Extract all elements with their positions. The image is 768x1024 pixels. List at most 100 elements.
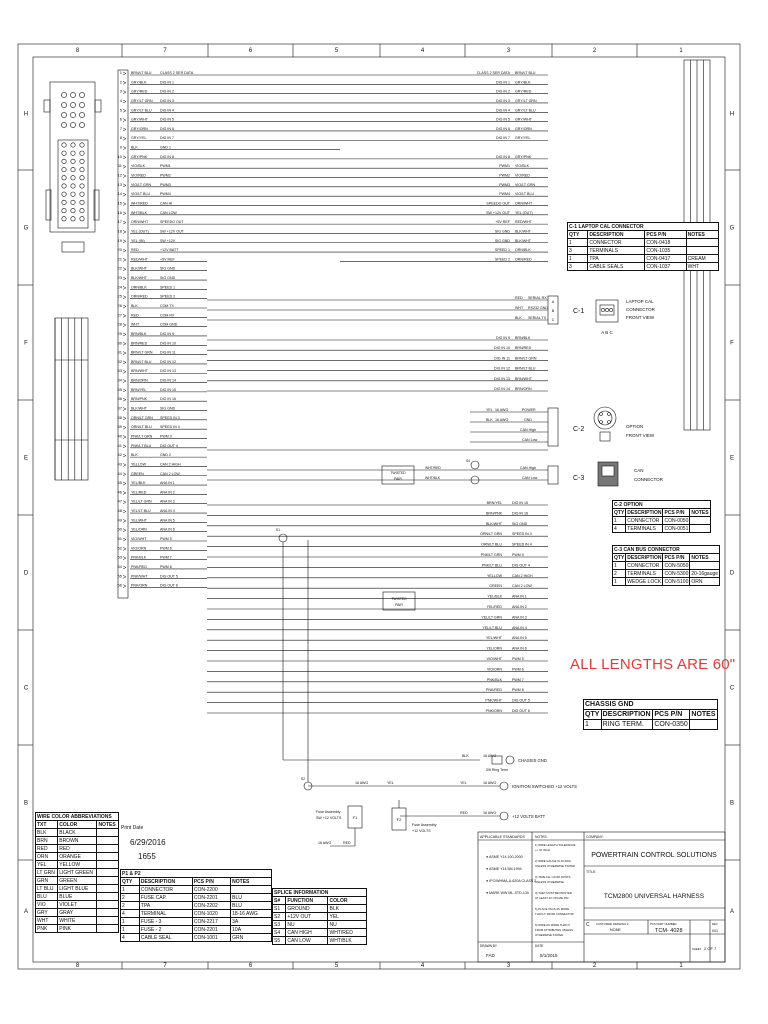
drawing-title: TCM2800 UNIVERSAL HARNESS bbox=[604, 893, 705, 900]
ecu-latch bbox=[94, 99, 102, 113]
pcs-part-label: PCS PART NUMBER bbox=[650, 922, 677, 926]
can-connector-face bbox=[601, 465, 615, 477]
table-cell bbox=[96, 828, 119, 837]
wire-function-label: ANA IN 6 bbox=[512, 647, 527, 651]
table-cell bbox=[689, 524, 711, 533]
ecu-pin bbox=[79, 167, 85, 173]
wire-color-label: PNK/LT BLU bbox=[482, 563, 503, 567]
c3-label: C-3 bbox=[573, 475, 584, 482]
wire-function-label: ANA IN 3 bbox=[512, 615, 527, 619]
c2-pin-label: CAN High bbox=[520, 428, 536, 432]
table-cell: 18-16 AWG bbox=[230, 909, 272, 918]
table-cell: 3 bbox=[566, 262, 589, 271]
wire-color-label: YEL/BLK bbox=[487, 595, 502, 599]
wire-function-label: PWM4 bbox=[499, 192, 510, 196]
wire-function-label: ANA IN 4 bbox=[512, 626, 527, 630]
wire-function-label: ANA IN 3 bbox=[160, 500, 175, 504]
title-label: TITLE: bbox=[586, 870, 596, 874]
table-cell: VIO bbox=[34, 900, 59, 909]
wire-function-label: CAN HI bbox=[160, 201, 172, 205]
table-title: SPLICE INFORMATION bbox=[272, 888, 367, 897]
table-cell: ORN bbox=[689, 577, 721, 586]
ecu-pin bbox=[70, 112, 76, 118]
wire-color-label: WHT bbox=[131, 323, 140, 327]
wire-color-label: VIO/LT GRN bbox=[515, 183, 535, 187]
wire-function-label: SPEEDO OUT bbox=[486, 201, 510, 205]
table-title: C-3 CAN BUS CONNECTOR bbox=[611, 545, 721, 554]
wire-pin-number: 16 bbox=[118, 210, 123, 215]
table-header-cell: DESCRIPTION bbox=[600, 709, 654, 720]
ecu-pin bbox=[70, 183, 76, 189]
wire-color-label: GRY/ORN bbox=[131, 127, 148, 131]
wire-pin-number: 6 bbox=[120, 117, 123, 122]
table-cell bbox=[689, 516, 711, 525]
border-row-label: H bbox=[24, 112, 28, 118]
wire-color-label: YEL/ORN bbox=[131, 528, 147, 532]
table-cell: 4 bbox=[120, 909, 140, 918]
wire-function-label: SIG GND bbox=[495, 229, 511, 233]
table-header-cell: PCS P/N bbox=[652, 709, 691, 720]
c2-label: C-2 bbox=[573, 426, 584, 433]
table-cell: FUSE CAP. bbox=[138, 893, 193, 902]
table-cell: GREEN bbox=[57, 876, 98, 885]
wire-pin-number: 35 bbox=[118, 387, 123, 392]
border-row-label: E bbox=[730, 456, 734, 462]
ecu-pin bbox=[70, 122, 76, 128]
wire-function-label: DIG IN 10 bbox=[494, 346, 510, 350]
table-cell: 2 bbox=[611, 569, 627, 578]
pin-arrow bbox=[122, 323, 127, 327]
wire-pin-number: 30 bbox=[118, 340, 123, 345]
standard-item: ● ASME Y14.100-2000 bbox=[486, 855, 523, 859]
wire-function-label: PWM1 bbox=[499, 164, 510, 168]
table-cell bbox=[96, 916, 119, 925]
wire-function-label: PWM 5 bbox=[160, 537, 172, 541]
pin-arrow bbox=[122, 90, 127, 94]
pin-arrow bbox=[122, 370, 127, 374]
table-cell bbox=[96, 836, 119, 845]
note-line: +/- 10 INCH bbox=[535, 848, 550, 852]
wire-function-label: GND 1 bbox=[160, 146, 171, 150]
table-cell: CON-0350 bbox=[652, 719, 691, 730]
wire-color-label: BLK bbox=[131, 304, 138, 308]
wire-color-label: VIO/ORN bbox=[131, 546, 147, 550]
wire-color-label: ORN/BLK bbox=[131, 285, 147, 289]
chassis-gnd-ring bbox=[491, 755, 503, 765]
wire-function-label: DIG OUT 5 bbox=[512, 699, 530, 703]
table-title: CHASSIS GND bbox=[583, 699, 718, 710]
border-column-label: 2 bbox=[593, 963, 597, 969]
border-column-label: 3 bbox=[507, 963, 511, 969]
table-cell: RED bbox=[57, 844, 98, 853]
wire-color-label: PNK/WHT bbox=[485, 699, 502, 703]
ecu-pin bbox=[79, 112, 85, 118]
border-row-label: A bbox=[730, 909, 734, 915]
note-line: 2) WIRE GAUGE IS 20 AWG bbox=[535, 859, 571, 863]
pin-arrow bbox=[122, 258, 127, 262]
c1-title: FRONT VIEW bbox=[626, 315, 655, 320]
c3-pin-label: CAN Low bbox=[522, 476, 538, 480]
title-block bbox=[477, 831, 726, 963]
wire-pin-number: 5 bbox=[120, 107, 123, 112]
note-line: 6) WIRE AS MORE THAN 5 bbox=[535, 923, 570, 927]
wire-function-label: DIG IN 14 bbox=[160, 379, 176, 383]
ecu-pin bbox=[79, 208, 85, 214]
wire-color-label: YEL (OUT) bbox=[131, 229, 149, 233]
table-cell: BLU bbox=[34, 892, 59, 901]
wire-color-label: VIO/BLK bbox=[515, 164, 530, 168]
wire-gauge-label: 16 AWG bbox=[483, 781, 496, 785]
border-column-label: 6 bbox=[249, 48, 253, 54]
wire-color-label: YEL bbox=[460, 781, 467, 785]
table-cell: PNK bbox=[34, 924, 59, 933]
pin-arrow bbox=[122, 397, 127, 402]
pin-arrow bbox=[122, 435, 127, 439]
ecu-pin bbox=[61, 167, 67, 173]
pin-arrow bbox=[122, 388, 127, 393]
table-cell bbox=[96, 924, 119, 933]
ecu-pin bbox=[70, 142, 76, 148]
table-cell: CON-5050 bbox=[662, 561, 691, 570]
wire-function-label: ANA IN 1 bbox=[512, 595, 527, 599]
